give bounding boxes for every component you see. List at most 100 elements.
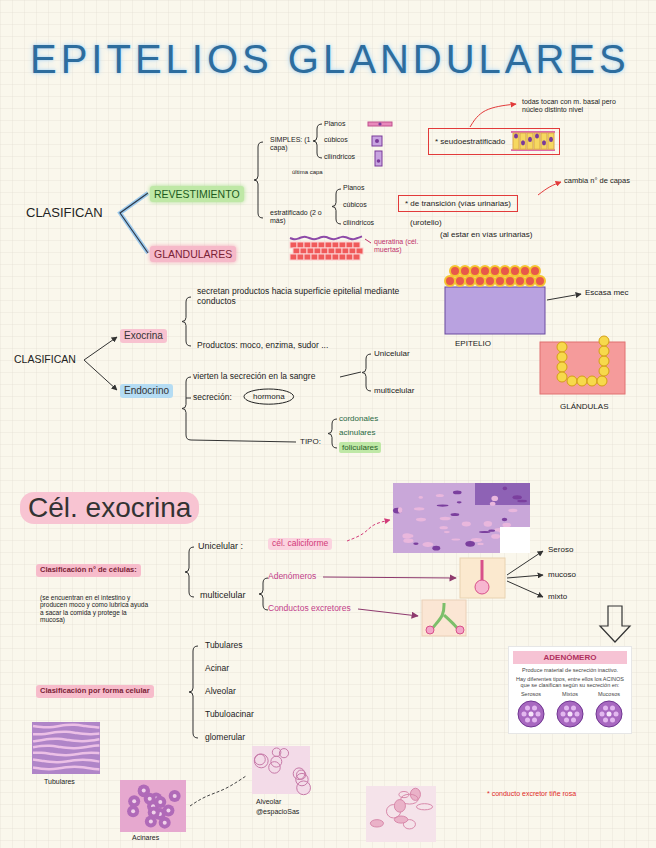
epithelial-cell [510,266,520,276]
gland-cell [557,352,567,362]
gland-cell [599,356,609,366]
histology-texture [491,534,500,539]
acinus-photo [557,701,583,727]
stratified-cell [328,248,335,254]
cell-nucleus [375,139,379,143]
histology-texture [437,504,449,506]
note-text: CLASIFICAN [14,353,76,365]
card-title: ADENÓMERO [513,651,627,664]
keratin-layer [290,236,362,239]
acinus [162,804,174,816]
histology-texture [440,517,451,521]
duct-figure [422,600,466,636]
bracket [185,547,194,597]
acinus [128,795,140,807]
stratified-cell [290,254,297,260]
acinus-figure [555,699,585,729]
acinus-photo [518,701,544,727]
stratified-cell [304,242,311,248]
highlight-term: Exocrina [120,329,167,343]
acinus-lumen [568,712,573,717]
stratified-cell [311,242,318,248]
note-text: vierten la secreción en la sangre [193,372,315,382]
node-label: REVESTIMIENTO [154,188,240,200]
acinus-cell [603,706,608,711]
acinus [169,790,181,802]
gland-block [540,342,625,394]
acinus-lumen [148,797,152,801]
node-label: Clasificación por forma celular [40,687,150,696]
histology-texture [414,507,425,510]
classification-chevron [120,193,148,253]
tissue-texture [370,820,383,827]
tubular-photo [32,722,100,774]
duct [481,560,484,582]
epithelial-cell [480,266,490,276]
histology-texture [503,487,507,491]
histology-texture [479,531,490,533]
acinus-cell [525,706,530,711]
alveolar-photo [252,746,310,794]
acinus [426,626,434,634]
note-text: Tubuloacinar [205,710,254,720]
columnar-cell [541,133,547,149]
tubule-stripe [33,767,99,770]
note-text: Alveolar [205,687,236,697]
note-text: secreción: [193,393,232,403]
card-row: SerososMixtosMucosos [513,691,627,729]
alveolus [254,754,268,768]
circled-term: hormona [243,388,295,405]
cell-nucleus [528,137,532,142]
acinus-cell [571,706,576,711]
columnar-cell-icon [375,151,382,166]
gland-cell [597,376,607,386]
bracket [182,377,191,440]
acinus-cell [564,718,569,723]
note-text: Escasa mec [585,288,629,297]
stratified-cell [300,248,307,254]
card-caption: Mucosos [591,691,627,697]
tissue-photo [366,786,436,842]
histology-texture [403,538,413,543]
note-text: Unicelular : [198,541,243,551]
acinus-cell [532,718,537,723]
note-text: Seroso [548,545,573,554]
stratified-cell [321,248,328,254]
stratified-cell [346,242,353,248]
stratified-cell [297,254,304,260]
epithelial-cell [505,276,515,286]
leader-arrow [323,577,456,578]
epithelial-cell [500,266,510,276]
gland-cell [557,342,567,352]
bracket [254,142,263,218]
highlight-term: Endocrino [120,384,173,398]
note-text: todas tocan con m. basal pero núcleo dis… [522,98,634,114]
histology-texture [457,501,462,503]
histology-texture [393,508,402,514]
acinus-lumen [529,712,534,717]
note-text: Acinares [132,834,159,842]
node-label: cél. caliciforme [272,539,328,549]
acinus-cell [600,712,605,717]
stratified-cell [293,248,300,254]
note-text: Planos [324,120,345,128]
note-text: Conductos excretores [268,604,351,614]
stratified-cell [342,248,349,254]
note-text: Acinar [205,664,229,674]
stratified-cell [314,248,321,254]
classification-arrow [84,337,117,360]
acinus [456,626,464,634]
columnar-cell [534,133,540,149]
epithelial-cell [490,266,500,276]
note-text: mixto [548,592,567,601]
histology-texture [416,518,426,522]
histology-texture [423,542,434,547]
cuboidal-cell-icon [372,136,382,146]
acinus-cell [603,718,608,723]
epithelial-cell [465,276,475,286]
note-text: Tubulares [205,641,242,651]
histology-texture [398,507,402,513]
note-text: Tubulares [44,778,75,786]
note-text: cambia n° de capas [564,177,630,186]
